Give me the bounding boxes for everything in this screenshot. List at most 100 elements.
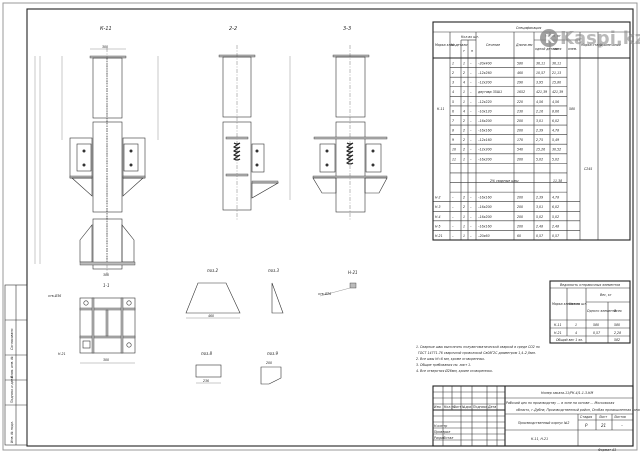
table-cell: 8,66	[552, 109, 559, 113]
table-cell: 2,75	[536, 138, 543, 142]
table-cell: 200	[517, 224, 523, 228]
element-mark: К-11	[437, 107, 444, 111]
table-cell: 2	[463, 205, 465, 209]
table-cell: 9	[452, 138, 454, 142]
column-header: Кол-во шт.	[461, 35, 479, 39]
table-cell: 1	[463, 157, 465, 161]
sheets-value: –	[621, 423, 623, 428]
table-cell: –16х160	[478, 224, 492, 228]
table-cell: 36,11	[552, 62, 561, 66]
table-cell: 4	[463, 109, 465, 113]
table-cell: Н-5	[435, 224, 441, 228]
table-cell: 4	[452, 90, 454, 94]
table-cell: –	[452, 196, 454, 200]
table-cell: –16х200	[478, 157, 492, 161]
table-cell: 21,13	[552, 71, 561, 75]
role-label: Проверил	[434, 430, 450, 434]
table-cell: 230	[517, 109, 523, 113]
table-cell: 2,28	[614, 331, 621, 335]
table-cell: 4,78	[552, 129, 559, 133]
detail-pos3: поз.3	[268, 268, 284, 314]
table-cell: –	[470, 62, 472, 66]
table-cell: 3,01	[536, 119, 543, 123]
table-cell: –	[470, 148, 472, 152]
table-cell: 0,57	[552, 234, 559, 238]
format-label: Формат А3	[598, 448, 616, 452]
dimension-label: 460	[208, 314, 214, 318]
stage-header: Стадия	[580, 415, 592, 419]
view-title: К-11	[100, 26, 112, 32]
table-cell: 1	[463, 90, 465, 94]
view-title: поз.8	[201, 351, 212, 356]
project-location: область, г.Дубна, Производственный район…	[516, 408, 640, 412]
table-cell: –12х300	[478, 148, 492, 152]
table-cell: 6,02	[552, 119, 559, 123]
table-cell: 220	[517, 100, 523, 104]
table-cell: 0,57	[536, 234, 543, 238]
table-cell: 421,39	[552, 90, 563, 94]
table-cell: –	[470, 157, 472, 161]
table-cell: 2	[463, 119, 465, 123]
table-cell: 2,16	[536, 109, 543, 113]
table-cell: 5,49	[552, 138, 559, 142]
view-title: поз.2	[207, 268, 218, 273]
table-cell: 1	[463, 62, 465, 66]
stage-value: Р	[585, 423, 588, 428]
column-header: Дата	[487, 405, 496, 409]
table-cell: 1652	[517, 90, 525, 94]
table-cell: –	[470, 129, 472, 133]
steel-grade: С245	[584, 167, 592, 171]
table-cell: Н-4	[435, 215, 441, 219]
sheet-name: Производственный корпус №2	[518, 421, 569, 425]
table-cell: 4,78	[552, 196, 559, 200]
view-section-3-3: 3-3	[312, 26, 388, 220]
table-cell: 200	[517, 129, 523, 133]
table-cell: 60	[517, 234, 521, 238]
column-header: Изм.	[434, 405, 442, 409]
table-cell: –10х120	[478, 109, 492, 113]
stamp-label: Взам. инв. №	[10, 356, 14, 378]
table-cell: –20х60	[478, 234, 490, 238]
table-cell: –	[470, 234, 472, 238]
column-header: т	[463, 49, 465, 53]
table-cell: –16х160	[478, 196, 492, 200]
table-cell: 7	[452, 119, 454, 123]
table-cell: 2	[463, 138, 465, 142]
column-header: всех	[554, 47, 562, 51]
table-cell: 1	[463, 100, 465, 104]
table-cell: 2	[452, 71, 454, 75]
table-cell: 6,02	[552, 205, 559, 209]
column-header: Лист	[452, 405, 461, 409]
table-cell: 4	[463, 81, 465, 85]
watermark-text: Kaspi.kz	[560, 28, 640, 49]
table-cell: –	[470, 71, 472, 75]
column-header: Подпись	[473, 405, 487, 409]
table-cell: двутавр 35Ш1	[477, 90, 502, 94]
detail-h21: Н-21 отв.Ø26	[318, 270, 358, 297]
table-cell: 10	[452, 148, 456, 152]
table-cell: 460	[517, 71, 523, 75]
table-cell: 6	[452, 109, 454, 113]
column-header: № детали	[450, 43, 467, 47]
column-header: Всех	[614, 309, 622, 313]
column-header: Одного элемента	[587, 309, 616, 313]
sheets-header: Листов	[613, 415, 626, 419]
column-header: н	[471, 49, 473, 53]
note-line: 3. Общие требования см. лист 1.	[416, 363, 471, 367]
table-cell: –12х260	[478, 71, 492, 75]
table-cell: –16х200	[478, 205, 492, 209]
dimension-label: 300	[103, 273, 109, 277]
table-cell: 1	[575, 323, 577, 327]
column-header: Сечение	[486, 43, 500, 47]
table-cell: 15,80	[552, 81, 561, 85]
order-number: Номер заказа-11/РК-4/1-1-3-КМ	[541, 391, 593, 395]
table-cell: –	[470, 119, 472, 123]
table-cell: 0,57	[593, 331, 600, 335]
table-cell: 540	[517, 148, 523, 152]
dimension-label: 200	[266, 361, 272, 365]
table-cell: 5,02	[536, 157, 543, 161]
table-cell: –	[470, 138, 472, 142]
table-cell: 3,01	[536, 205, 543, 209]
detail-pos8: поз.8 236	[195, 351, 222, 384]
table-cell: К-11	[554, 323, 561, 327]
